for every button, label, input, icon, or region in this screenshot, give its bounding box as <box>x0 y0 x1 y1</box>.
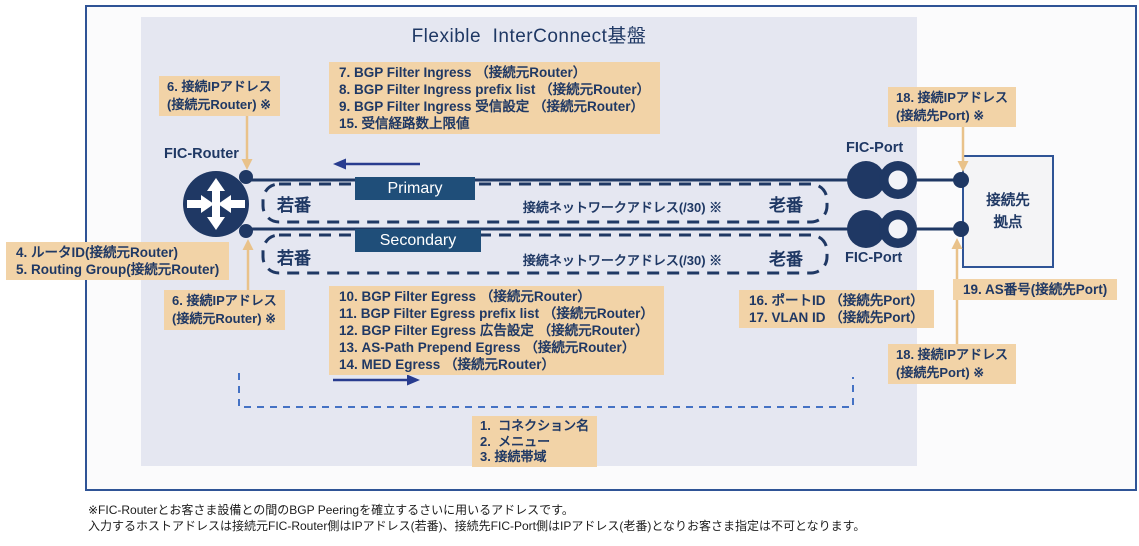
egress-direction-arrow <box>333 374 420 386</box>
secondary-path-dashed-box <box>261 233 829 275</box>
secondary-path-tag: Secondary <box>355 229 481 252</box>
label-router-id-routing-group: 4. ルータID(接続元Router) 5. Routing Group(接続元… <box>6 242 230 280</box>
primary-old-number-label: 老番 <box>769 196 803 215</box>
router-port-dot-2 <box>239 224 253 238</box>
label-port-id-vlan-id: 16. ポートID （接続先Port） 17. VLAN ID （接続先Port… <box>739 290 934 328</box>
label-ip-address-source-top: 6. 接続IPアドレス (接続元Router) ※ <box>159 76 280 116</box>
page-title: Flexible InterConnect基盤 <box>411 26 647 47</box>
dest-connection-dot-1 <box>953 172 969 188</box>
label-ip-address-source-bottom: 6. 接続IPアドレス (接続元Router) ※ <box>164 290 285 330</box>
primary-network-address-label: 接続ネットワークアドレス(/30) ※ <box>522 200 723 215</box>
label-as-number: 19. AS番号(接続先Port) <box>953 279 1118 300</box>
dest-connection-dot-2 <box>953 221 969 237</box>
destination-site-box: 接続先 拠点 <box>962 155 1054 268</box>
leader-ip-src-top <box>241 115 253 170</box>
secondary-network-address-label: 接続ネットワークアドレス(/30) ※ <box>522 253 723 268</box>
secondary-old-number-label: 老番 <box>769 250 803 269</box>
label-bgp-filter-ingress: 7. BGP Filter Ingress （接続元Router） 8. BGP… <box>329 62 661 134</box>
footnote-text: ※FIC-Routerとお客さま設備との間のBGP Peeringを確立するさい… <box>88 503 866 533</box>
label-bgp-filter-egress: 10. BGP Filter Egress （接続元Router） 11. BG… <box>329 286 664 375</box>
fic-port-label-1: FIC-Port <box>846 140 904 156</box>
label-ip-address-dest-bottom: 18. 接続IPアドレス (接続先Port) ※ <box>888 344 1016 384</box>
primary-path-tag: Primary <box>355 177 475 200</box>
port-icon-1 <box>847 161 917 199</box>
leader-ip-dst-top <box>957 124 969 172</box>
primary-path-dashed-box <box>261 182 829 224</box>
router-icon <box>183 170 253 238</box>
label-connection-menu-bandwidth: 1. コネクション名 2. メニュー 3. 接続帯域 <box>472 416 598 467</box>
leader-ip-src-bottom <box>242 239 254 290</box>
fic-router-label: FIC-Router <box>164 146 239 162</box>
connection-scope-dashed-line <box>238 373 854 408</box>
fic-port-label-2: FIC-Port <box>845 250 903 266</box>
primary-young-number-label: 若番 <box>277 196 311 215</box>
label-ip-address-dest-top: 18. 接続IPアドレス (接続先Port) ※ <box>888 87 1016 127</box>
ingress-direction-arrow <box>333 158 420 170</box>
port-icon-2 <box>847 210 917 248</box>
secondary-young-number-label: 若番 <box>277 249 311 268</box>
router-port-dot-1 <box>239 170 253 184</box>
